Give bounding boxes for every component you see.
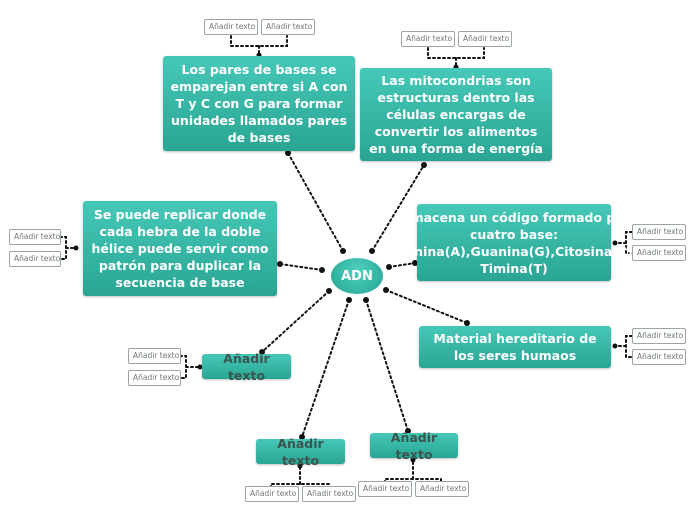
leaf-add-text[interactable]: Añadir texto (415, 481, 469, 497)
topic-empty-2[interactable]: Añadir texto (256, 436, 345, 468)
topic-mitocondrias[interactable]: Las mitocondrias son estructuras dentro … (360, 68, 552, 161)
bracket-pares (230, 35, 288, 56)
topic-text: Las mitocondrias son estructuras dentro … (369, 73, 543, 156)
leaf-add-text[interactable]: Añadir texto (302, 486, 356, 502)
leaf-add-text[interactable]: Añadir texto (128, 348, 181, 364)
topic-text: Los pares de bases se emparejan entre si… (170, 62, 348, 145)
leaf-add-text[interactable]: Añadir texto (401, 31, 455, 47)
leaf-add-text[interactable]: Añadir texto (245, 486, 299, 502)
bracket-empty1 (179, 355, 201, 379)
connector-empty1 (261, 290, 330, 353)
topic-text: Añadir texto (277, 435, 324, 468)
leaf-add-text[interactable]: Añadir texto (9, 229, 61, 245)
topic-text: Se puede replicar donde cada hebra de la… (91, 207, 269, 290)
leaf-add-text[interactable]: Añadir texto (458, 31, 512, 47)
leaf-add-text[interactable]: Añadir texto (632, 245, 686, 261)
topic-text: Material hereditario de los seres humaos (433, 331, 597, 363)
bracket-replicar (59, 236, 77, 260)
connector-hereditario (385, 289, 468, 324)
leaf-add-text[interactable]: Añadir texto (9, 251, 61, 267)
leaf-add-text[interactable]: Añadir texto (632, 328, 686, 344)
bracket-mitocondrias (427, 47, 485, 68)
bracket-hereditario (614, 335, 633, 358)
connector-empty3 (365, 299, 409, 432)
root-node-adn[interactable]: ADN (331, 258, 383, 294)
connector-replicar (279, 263, 323, 271)
topic-text: almacena un código formado por cuatro ba… (387, 209, 641, 276)
connector-mitocondrias (371, 164, 425, 252)
leaf-add-text[interactable]: Añadir texto (128, 370, 181, 386)
topic-codigo[interactable]: almacena un código formado por cuatro ba… (387, 204, 641, 281)
root-label: ADN (341, 268, 373, 284)
connector-codigo (388, 262, 416, 268)
leaf-add-text[interactable]: Añadir texto (632, 349, 686, 365)
topic-empty-3[interactable]: Añadir texto (370, 430, 458, 462)
topic-empty-1[interactable]: Añadir texto (202, 351, 291, 383)
connector-empty2 (301, 299, 350, 438)
topic-replicar[interactable]: Se puede replicar donde cada hebra de la… (83, 201, 277, 296)
topic-text: Añadir texto (390, 429, 438, 462)
leaf-add-text[interactable]: Añadir texto (261, 19, 315, 35)
topic-hereditario[interactable]: Material hereditario de los seres humaos (419, 326, 611, 368)
leaf-add-text[interactable]: Añadir texto (358, 481, 412, 497)
topic-pares-bases[interactable]: Los pares de bases se emparejan entre si… (163, 56, 355, 151)
topic-text: Añadir texto (223, 350, 270, 383)
leaf-add-text[interactable]: Añadir texto (204, 19, 258, 35)
leaf-add-text[interactable]: Añadir texto (632, 224, 686, 240)
connector-pares (287, 152, 344, 252)
